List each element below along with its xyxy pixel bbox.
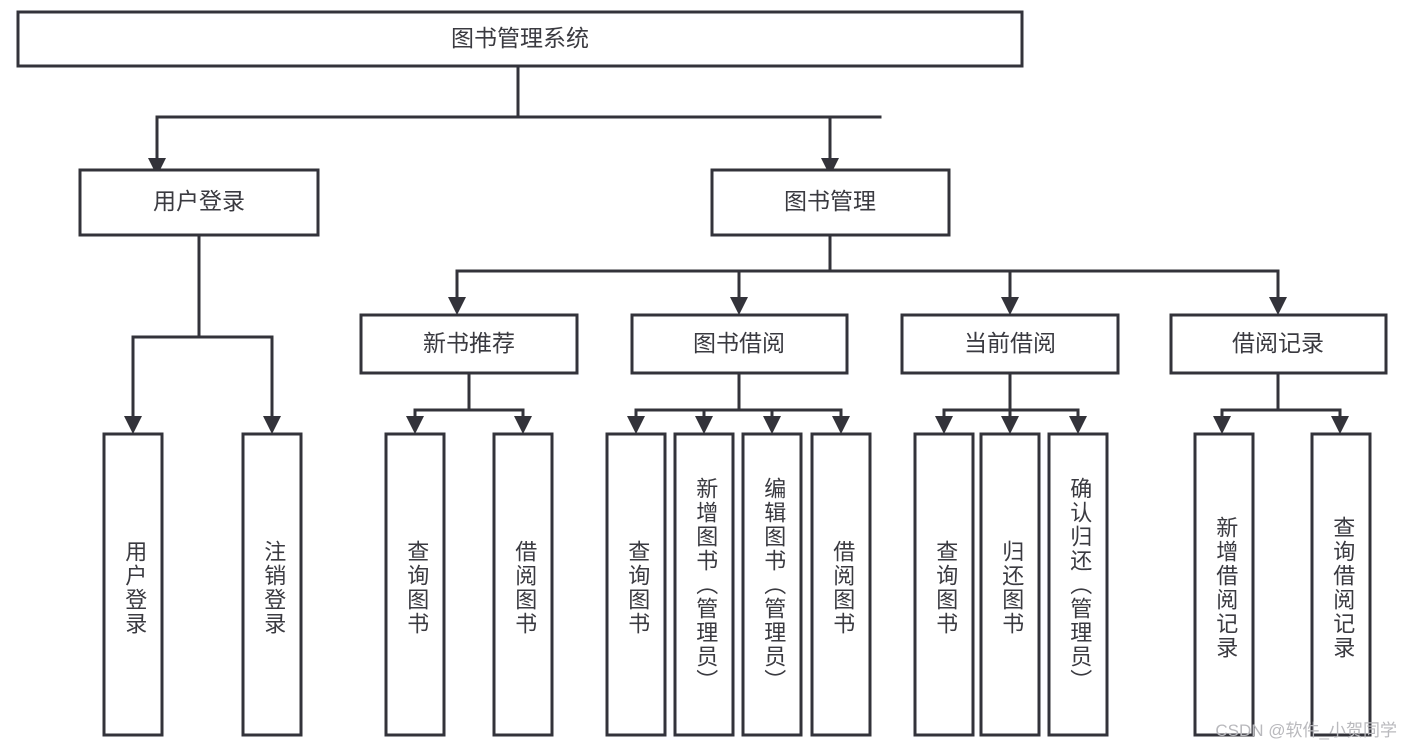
leaf-box-nbr-borrow-book[interactable]	[492, 432, 554, 737]
node-current-borrow-box[interactable]	[900, 313, 1120, 375]
csdn-watermark: CSDN @软件_小贺同学	[1215, 721, 1397, 740]
node-book-borrow[interactable]: 图书借阅	[630, 313, 849, 375]
arrowhead-book-borrow	[730, 297, 748, 315]
leaf-node-cb-query-book[interactable]: 查询图书	[913, 432, 975, 737]
connector-group-book-manage	[448, 233, 1287, 315]
node-borrow-record-label: 借阅记录	[1232, 330, 1324, 356]
arrowhead-cb-leaf-1	[935, 416, 953, 434]
arrowhead-cb-leaf-2	[1001, 416, 1019, 434]
leaf-box-bb-borrow-book[interactable]	[810, 432, 872, 737]
leaf-label-bb-query-book: 查询图书	[625, 540, 650, 636]
leaf-label-user-login-login: 用户登录	[122, 540, 147, 636]
leaf-node-nbr-query-book[interactable]: 查询图书	[384, 432, 446, 737]
node-book-borrow-box[interactable]	[630, 313, 849, 375]
leaf-node-bb-add-book[interactable]: 新增图书（管理员）	[673, 432, 735, 737]
node-book-manage[interactable]: 图书管理	[710, 168, 951, 237]
arrowhead-leaf-user-login	[124, 416, 142, 434]
leaf-box-cb-return-book[interactable]	[979, 432, 1041, 737]
arrowhead-leaf-logout	[263, 416, 281, 434]
leaf-box-bb-edit-book[interactable]	[741, 432, 803, 737]
leaf-box-br-query-record[interactable]	[1310, 432, 1372, 737]
connector-group-new-book-recommend	[406, 371, 532, 434]
node-root-label: 图书管理系统	[451, 25, 589, 51]
arrowhead-bb-leaf-3	[763, 416, 781, 434]
node-borrow-record[interactable]: 借阅记录	[1169, 313, 1388, 375]
node-user-login-label: 用户登录	[153, 188, 245, 214]
leaf-box-cb-confirm-return[interactable]	[1047, 432, 1109, 737]
leaf-node-bb-borrow-book[interactable]: 借阅图书	[810, 432, 872, 737]
leaf-box-bb-query-book[interactable]	[605, 432, 667, 737]
node-new-book-recommend[interactable]: 新书推荐	[359, 313, 579, 375]
leaf-label-user-login-logout: 注销登录	[261, 540, 286, 636]
leaf-label-br-add-record: 新增借阅记录	[1213, 516, 1238, 660]
leaf-node-nbr-borrow-book[interactable]: 借阅图书	[492, 432, 554, 737]
node-user-login[interactable]: 用户登录	[78, 168, 320, 237]
arrowhead-new-book-recommend	[448, 297, 466, 315]
leaf-box-user-login-login[interactable]	[102, 432, 164, 737]
leaf-box-nbr-query-book[interactable]	[384, 432, 446, 737]
connector-group-current-borrow	[935, 371, 1087, 434]
leaf-node-bb-edit-book[interactable]: 编辑图书（管理员）	[741, 432, 803, 737]
leaf-label-bb-borrow-book: 借阅图书	[830, 540, 855, 636]
leaf-box-br-add-record[interactable]	[1193, 432, 1255, 737]
connector-group-user-login	[124, 233, 281, 434]
leaf-label-nbr-borrow-book: 借阅图书	[512, 540, 537, 636]
arrowhead-nbr-leaf-2	[514, 416, 532, 434]
arrowhead-user-login	[148, 158, 166, 176]
node-root-box[interactable]	[16, 10, 1024, 68]
node-book-manage-box[interactable]	[710, 168, 951, 237]
leaf-node-cb-return-book[interactable]: 归还图书	[979, 432, 1041, 737]
leaf-label-bb-edit-book: 编辑图书（管理员）	[761, 477, 786, 693]
arrowhead-br-leaf-2	[1331, 416, 1349, 434]
leaf-node-user-login-logout[interactable]: 注销登录	[241, 432, 303, 737]
arrowhead-bb-leaf-1	[627, 416, 645, 434]
leaf-node-cb-confirm-return[interactable]: 确认归还（管理员）	[1047, 432, 1109, 737]
leaf-node-br-query-record[interactable]: 查询借阅记录	[1310, 432, 1372, 737]
leaf-label-br-query-record: 查询借阅记录	[1330, 516, 1355, 660]
connector-group-root	[148, 64, 882, 176]
leaf-label-cb-query-book: 查询图书	[933, 540, 958, 636]
node-user-login-box[interactable]	[78, 168, 320, 237]
arrowhead-bb-leaf-4	[832, 416, 850, 434]
arrowhead-bb-leaf-2	[695, 416, 713, 434]
leaf-label-cb-return-book: 归还图书	[999, 540, 1024, 636]
leaf-box-cb-query-book[interactable]	[913, 432, 975, 737]
node-book-manage-label: 图书管理	[784, 188, 876, 214]
node-current-borrow-label: 当前借阅	[964, 330, 1056, 356]
arrowhead-current-borrow	[1001, 297, 1019, 315]
leaf-label-bb-add-book: 新增图书（管理员）	[693, 477, 718, 693]
arrowhead-book-manage	[821, 158, 839, 176]
node-book-borrow-label: 图书借阅	[693, 330, 785, 356]
connector-group-borrow-record	[1213, 371, 1349, 434]
leaf-label-cb-confirm-return: 确认归还（管理员）	[1067, 477, 1092, 693]
leaf-box-bb-add-book[interactable]	[673, 432, 735, 737]
leaf-box-user-login-logout[interactable]	[241, 432, 303, 737]
connector-group-book-borrow	[627, 371, 850, 434]
leaf-node-bb-query-book[interactable]: 查询图书	[605, 432, 667, 737]
arrowhead-cb-leaf-3	[1069, 416, 1087, 434]
arrowhead-borrow-record	[1269, 297, 1287, 315]
node-root-system[interactable]: 图书管理系统	[16, 10, 1024, 68]
arrowhead-br-leaf-1	[1213, 416, 1231, 434]
node-borrow-record-box[interactable]	[1169, 313, 1388, 375]
arrowhead-nbr-leaf-1	[406, 416, 424, 434]
node-new-book-recommend-box[interactable]	[359, 313, 579, 375]
leaf-node-br-add-record[interactable]: 新增借阅记录	[1193, 432, 1255, 737]
leaf-label-nbr-query-book: 查询图书	[404, 540, 429, 636]
node-new-book-recommend-label: 新书推荐	[423, 330, 515, 356]
node-current-borrow[interactable]: 当前借阅	[900, 313, 1120, 375]
leaf-node-user-login-login[interactable]: 用户登录	[102, 432, 164, 737]
